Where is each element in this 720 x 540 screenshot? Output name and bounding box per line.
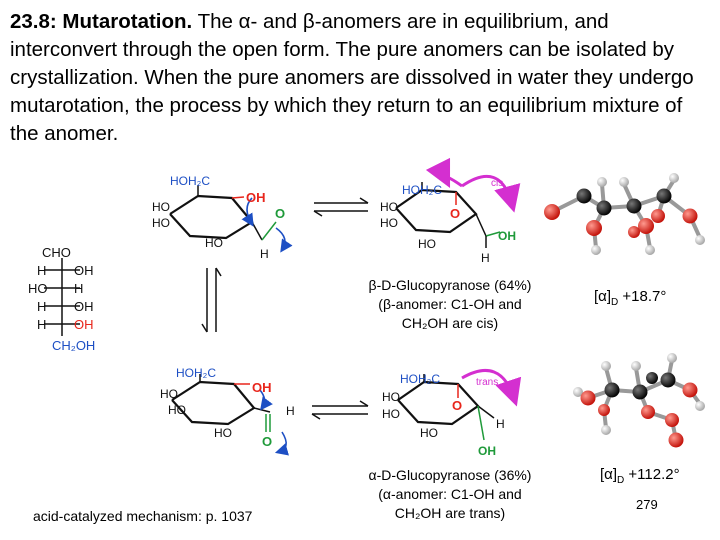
- fischer-row-3-left: H: [37, 299, 46, 314]
- alpha-rotation-sub: D: [617, 475, 625, 486]
- alpha-trans-label: trans: [476, 377, 498, 388]
- open-bottom-h: H: [286, 404, 295, 418]
- beta-caption-line3: CH₂OH are cis): [401, 315, 499, 331]
- open-bottom-ho2: HO: [168, 403, 186, 417]
- fischer-bottom: CH₂OH: [52, 338, 95, 353]
- fischer-row-2-right: H: [74, 281, 83, 296]
- mechanism-reference: acid-catalyzed mechanism: p. 1037: [33, 508, 253, 524]
- alpha-caption-line1: α-D-Glucopyranose (36%): [368, 467, 532, 483]
- beta-cis-label: cis: [491, 178, 503, 189]
- beta-3d-model: [544, 173, 705, 255]
- alpha-rotation-label: [α]: [600, 466, 618, 483]
- beta-ring-o: O: [450, 206, 460, 221]
- open-top-ho2: HO: [152, 216, 170, 230]
- alpha-ho2: HO: [382, 407, 400, 421]
- alpha-caption: α-D-Glucopyranose (36%) (α-anomer: C1-OH…: [340, 466, 560, 523]
- open-chain-top: HOH₂C OH HO HO O H HO: [152, 174, 293, 261]
- fischer-row-1-left: H: [37, 263, 46, 278]
- alpha-ho3: HO: [420, 426, 438, 440]
- beta-ho2: HO: [380, 216, 398, 230]
- beta-rotation-value: +18.7°: [622, 288, 667, 305]
- beta-caption: β-D-Glucopyranose (64%) (β-anomer: C1-OH…: [340, 276, 560, 333]
- open-bottom-ho3: HO: [214, 426, 232, 440]
- beta-h: H: [481, 251, 490, 265]
- open-bottom-ch2oh: HOH₂C: [176, 366, 216, 380]
- beta-rotation-label: [α]: [594, 288, 612, 305]
- beta-symbol: β: [302, 10, 315, 33]
- alpha-symbol: α: [238, 10, 251, 33]
- fischer-row-4-left: H: [37, 317, 46, 332]
- beta-rotation-sub: D: [611, 297, 619, 308]
- open-top-oh: OH: [246, 190, 266, 205]
- intro-text-pre: The: [197, 10, 239, 33]
- alpha-ring-o: O: [452, 398, 462, 413]
- beta-ch2oh: HOH₂C: [402, 183, 442, 197]
- open-bottom-ho1: HO: [160, 387, 178, 401]
- alpha-rotation-value: +112.2°: [628, 466, 680, 483]
- beta-caption-line1: β-D-Glucopyranose (64%): [368, 277, 532, 293]
- equilibrium-arrow-top: [313, 197, 369, 217]
- alpha-ch2oh: HOH₂C: [400, 372, 440, 386]
- alpha-h: H: [496, 417, 505, 431]
- open-bottom-o: O: [262, 434, 272, 449]
- beta-caption-line2: (β-anomer: C1-OH and: [378, 296, 522, 312]
- alpha-3d-model: [573, 353, 705, 448]
- open-top-o: O: [275, 206, 285, 221]
- beta-ho1: HO: [380, 200, 398, 214]
- open-top-ho3: HO: [205, 236, 223, 250]
- fischer-top: CHO: [42, 245, 71, 260]
- alpha-ho1: HO: [382, 390, 400, 404]
- fischer-row-2-left: HO: [28, 281, 48, 296]
- section-heading: 23.8: Mutarotation.: [10, 10, 193, 33]
- alpha-oh: OH: [478, 444, 496, 458]
- open-bottom-oh: OH: [252, 380, 272, 395]
- equilibrium-arrow-bottom: [311, 400, 369, 420]
- intro-text-rest: -anomers are in equilibrium, and interco…: [10, 10, 694, 145]
- page-number: 279: [636, 497, 658, 512]
- beta-ring: HOH₂C cis HO HO O OH HO H: [380, 157, 521, 265]
- fischer-projection: CHO H OH HO H H OH H OH CH₂OH: [28, 245, 95, 353]
- open-top-ho1: HO: [152, 200, 170, 214]
- beta-ho3: HO: [418, 237, 436, 251]
- beta-oh: OH: [498, 229, 516, 243]
- intro-text-mid: - and: [250, 10, 303, 33]
- open-chain-bottom: HOH₂C OH HO HO O H HO: [160, 366, 295, 456]
- equilibrium-arrow-vertical: [201, 267, 222, 333]
- intro-paragraph: 23.8: Mutarotation. The α- and β-anomers…: [10, 8, 710, 148]
- fischer-row-1-right: OH: [74, 263, 94, 278]
- fischer-row-4-right: OH: [74, 317, 94, 332]
- alpha-specific-rotation: [α]D +112.2°: [600, 466, 680, 486]
- open-top-h: H: [260, 247, 269, 261]
- alpha-caption-line3: CH₂OH are trans): [394, 505, 506, 521]
- alpha-ring: HOH₂C trans HO HO O H HO OH: [382, 368, 522, 458]
- beta-specific-rotation: [α]D +18.7°: [594, 288, 666, 308]
- open-top-ch2oh: HOH₂C: [170, 174, 210, 188]
- fischer-row-3-right: OH: [74, 299, 94, 314]
- alpha-caption-line2: (α-anomer: C1-OH and: [378, 486, 522, 502]
